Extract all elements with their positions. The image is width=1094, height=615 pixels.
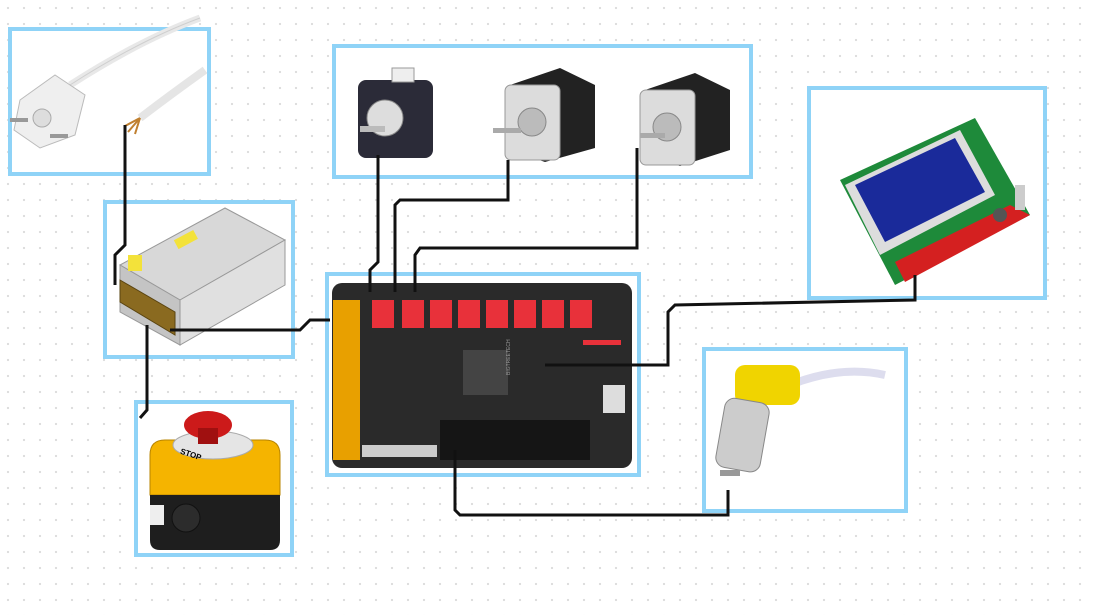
wire-plug-psu xyxy=(113,125,127,285)
wire-motor3-board xyxy=(413,148,639,292)
wire-motor2-board xyxy=(393,160,510,292)
power-supply xyxy=(118,207,287,346)
stepper-motor-2 xyxy=(493,68,595,162)
wires xyxy=(113,125,917,517)
wire-lcd-board xyxy=(545,275,917,367)
wire-psu-estop xyxy=(138,325,149,419)
lcd-display xyxy=(840,118,1030,285)
stepper-motor-3 xyxy=(639,73,730,166)
board-brand-label: BIGTREETECH xyxy=(506,339,512,375)
wire-pump-board xyxy=(453,450,730,517)
peristaltic-pump xyxy=(715,365,886,476)
stepper-motor-1 xyxy=(358,67,433,158)
controller-board xyxy=(332,283,632,468)
emergency-stop xyxy=(149,411,281,550)
power-plug xyxy=(10,14,208,149)
wire-motor1-board xyxy=(368,155,380,292)
wire-psu-board xyxy=(170,318,330,332)
